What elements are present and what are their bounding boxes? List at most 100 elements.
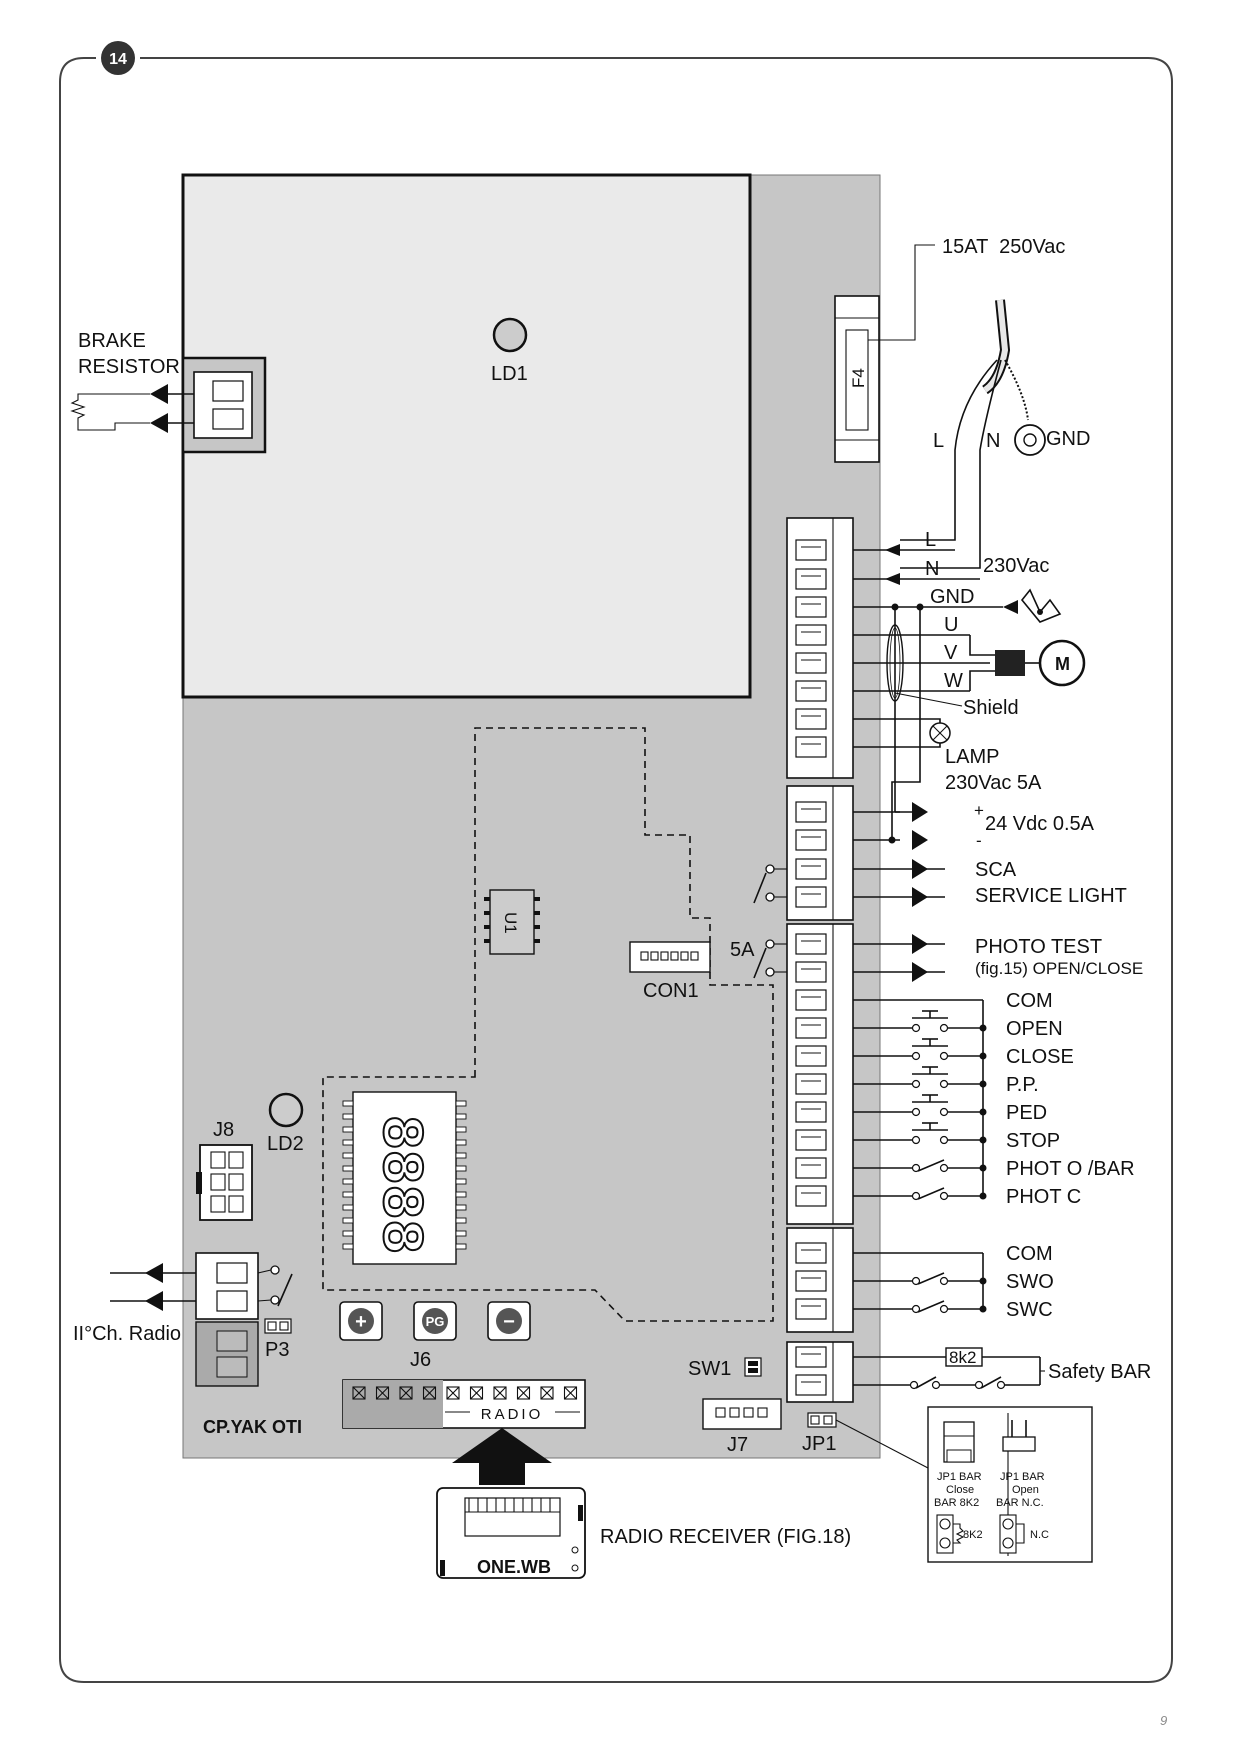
terminal-slot (795, 1073, 827, 1095)
mains-gnd-label: GND (1046, 428, 1090, 450)
minus-button[interactable]: − (487, 1301, 531, 1341)
board-model: CP.YAK OTI (203, 1417, 302, 1437)
terminal-slot (795, 858, 827, 880)
aux-supply-label: 24 Vdc 0.5A (985, 813, 1095, 835)
tb3-terminals (795, 933, 827, 1207)
terminal-slot (795, 708, 827, 730)
lamp-label-line1: LAMP (945, 746, 999, 768)
sw1-switch-icon (744, 1357, 762, 1377)
tb2-terminals (795, 801, 827, 908)
j8-label: J8 (213, 1119, 234, 1141)
output-arrow-icon (912, 962, 928, 982)
output-arrow-icon (912, 859, 928, 879)
brake-arrow-icon (150, 413, 168, 433)
jp1-open-line1: JP1 BAR (1000, 1471, 1045, 1483)
safety-contacts (909, 1376, 1010, 1390)
plus-button[interactable]: + (339, 1301, 383, 1341)
insert-arrow-icon (452, 1428, 552, 1485)
terminal-slot (795, 680, 827, 702)
power-voltage-label: 230Vac (983, 555, 1049, 577)
terminal-slot (795, 801, 827, 823)
jp1-open-res: N.C (1030, 1529, 1049, 1541)
input-label: STOP (1006, 1130, 1060, 1152)
limit-switch-label: COM (1006, 1243, 1053, 1265)
contact-rating-label: 5A (730, 939, 755, 961)
photo-test-label: PHOTO TEST (975, 936, 1102, 958)
sw1-label: SW1 (688, 1358, 731, 1380)
j7-connector-icon (702, 1398, 782, 1430)
terminal-slot (795, 1045, 827, 1067)
ld2-label: LD2 (267, 1133, 304, 1155)
terminal-slot (795, 933, 827, 955)
motor-gnd-label: GND (930, 586, 974, 608)
ld1-label: LD1 (491, 363, 528, 385)
input-label: CLOSE (1006, 1046, 1074, 1068)
input-labels: COM OPEN CLOSE P.P. PED STOP PHOT O /BAR PHOT C (1006, 990, 1135, 1208)
terminal-slot (795, 1298, 827, 1320)
input-label: OPEN (1006, 1018, 1063, 1040)
brake-resistor-label: RESISTOR (78, 356, 180, 378)
limit-switch-label: SWC (1006, 1299, 1053, 1321)
motor-w-label: W (944, 670, 963, 692)
terminal-slot (795, 1374, 827, 1396)
jumper-open-icon (1002, 1436, 1036, 1452)
input-label: PED (1006, 1102, 1047, 1124)
ld1-led-icon (492, 317, 528, 353)
input-label: COM (1006, 990, 1053, 1012)
j7-label: J7 (727, 1434, 748, 1456)
page-number: 9 (1160, 1713, 1167, 1728)
plus-icon: + (355, 1311, 367, 1333)
fuse-holder (834, 295, 880, 463)
service-light-label: SERVICE LIGHT (975, 885, 1127, 907)
jp1-open-line3: BAR N.C. (996, 1497, 1044, 1509)
lamp-label-line2: 230Vac 5A (945, 772, 1042, 794)
gnd-arrow-icon (1003, 600, 1018, 614)
pg-icon: PG (426, 1314, 445, 1329)
u1-chip-icon (489, 889, 535, 955)
display-digits: 8888 (366, 1115, 431, 1254)
terminal-slot (795, 961, 827, 983)
j6-label: J6 (410, 1349, 431, 1371)
display-icon (352, 1091, 457, 1265)
terminal-slot (795, 989, 827, 1011)
figure-number: 14 (109, 51, 127, 68)
resistor-8k2-label: 8k2 (949, 1348, 976, 1367)
output-arrow-icon (912, 830, 928, 850)
radio-receiver-module: ONE.WB (436, 1487, 586, 1579)
figure-frame (59, 57, 1173, 1683)
mains-l-label: L (933, 430, 944, 452)
terminal-slot (795, 596, 827, 618)
terminal-slot (795, 568, 827, 590)
p3-jumper-icon (264, 1318, 292, 1334)
minus-icon: − (503, 1311, 515, 1333)
photo-test-note: (fig.15) OPEN/CLOSE (975, 959, 1143, 978)
input-label: PHOT O /BAR (1006, 1158, 1135, 1180)
input-label: P.P. (1006, 1074, 1039, 1096)
con1-connector-icon (629, 941, 711, 973)
safety-bar-label: Safety BAR (1048, 1361, 1151, 1383)
motor-u-label: U (944, 614, 958, 636)
power-module (181, 173, 752, 699)
display-area-outline (322, 727, 774, 1322)
motor-v-label: V (944, 642, 958, 664)
radio-slot-label: RADIO (481, 1406, 544, 1423)
input-label: PHOT C (1006, 1186, 1081, 1208)
u1-label: U1 (501, 912, 520, 934)
figure-number-badge (101, 41, 135, 75)
brake-resistor-label: BRAKE (78, 330, 146, 352)
shield-label: Shield (963, 697, 1019, 719)
tb4-terminals (795, 1242, 827, 1320)
tb5-terminals (795, 1346, 827, 1396)
terminal-slot (795, 1346, 827, 1368)
terminal-slot (795, 624, 827, 646)
terminal-slot (795, 1157, 827, 1179)
jp1-close-line2: Close (946, 1484, 974, 1496)
radio-receiver-label: RADIO RECEIVER (FIG.18) (600, 1526, 851, 1548)
con1-label: CON1 (643, 980, 699, 1002)
pg-button[interactable]: PG (413, 1301, 457, 1341)
aux-minus-label: - (976, 831, 982, 850)
motor-symbol: M (1055, 654, 1070, 674)
terminal-slot (795, 1185, 827, 1207)
fuse-label: F4 (849, 368, 868, 388)
